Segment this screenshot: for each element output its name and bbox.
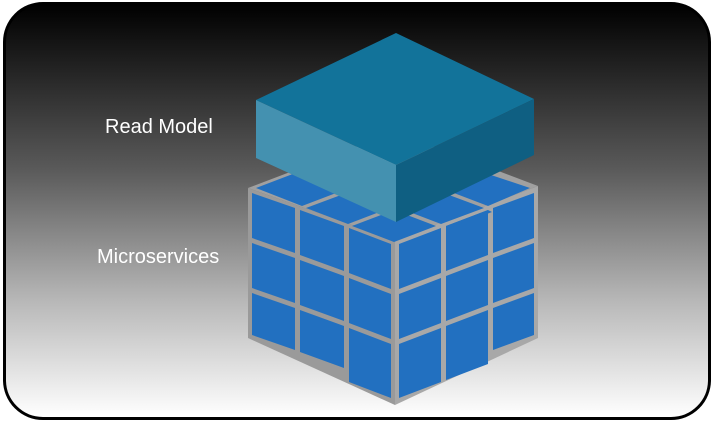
cube-block (300, 210, 344, 271)
cube-block (399, 228, 441, 289)
read-model-slab (256, 33, 534, 222)
cube-block (300, 260, 344, 321)
cube-block (349, 328, 391, 398)
slab-top-face (256, 33, 534, 165)
cube-block (252, 293, 295, 350)
cube-block (300, 310, 344, 368)
cube-block (399, 278, 441, 339)
cube-block (252, 243, 295, 303)
cube-block (446, 210, 492, 228)
cube-block (352, 210, 436, 242)
slab-left-face (256, 100, 396, 222)
cube-block (493, 193, 534, 253)
cube-block (399, 328, 441, 398)
cube-block (349, 228, 391, 289)
slab-right-face (396, 99, 534, 222)
cube-left-face-blocks (252, 193, 391, 398)
cube-block (493, 243, 534, 303)
cube-block (446, 310, 488, 380)
read-model-label: Read Model (105, 116, 213, 138)
cube-block (349, 278, 391, 339)
microservices-label: Microservices (97, 246, 220, 268)
cube-block (493, 293, 534, 350)
cube-block (252, 193, 295, 253)
cube-block (256, 172, 344, 206)
cube-block (446, 260, 488, 321)
